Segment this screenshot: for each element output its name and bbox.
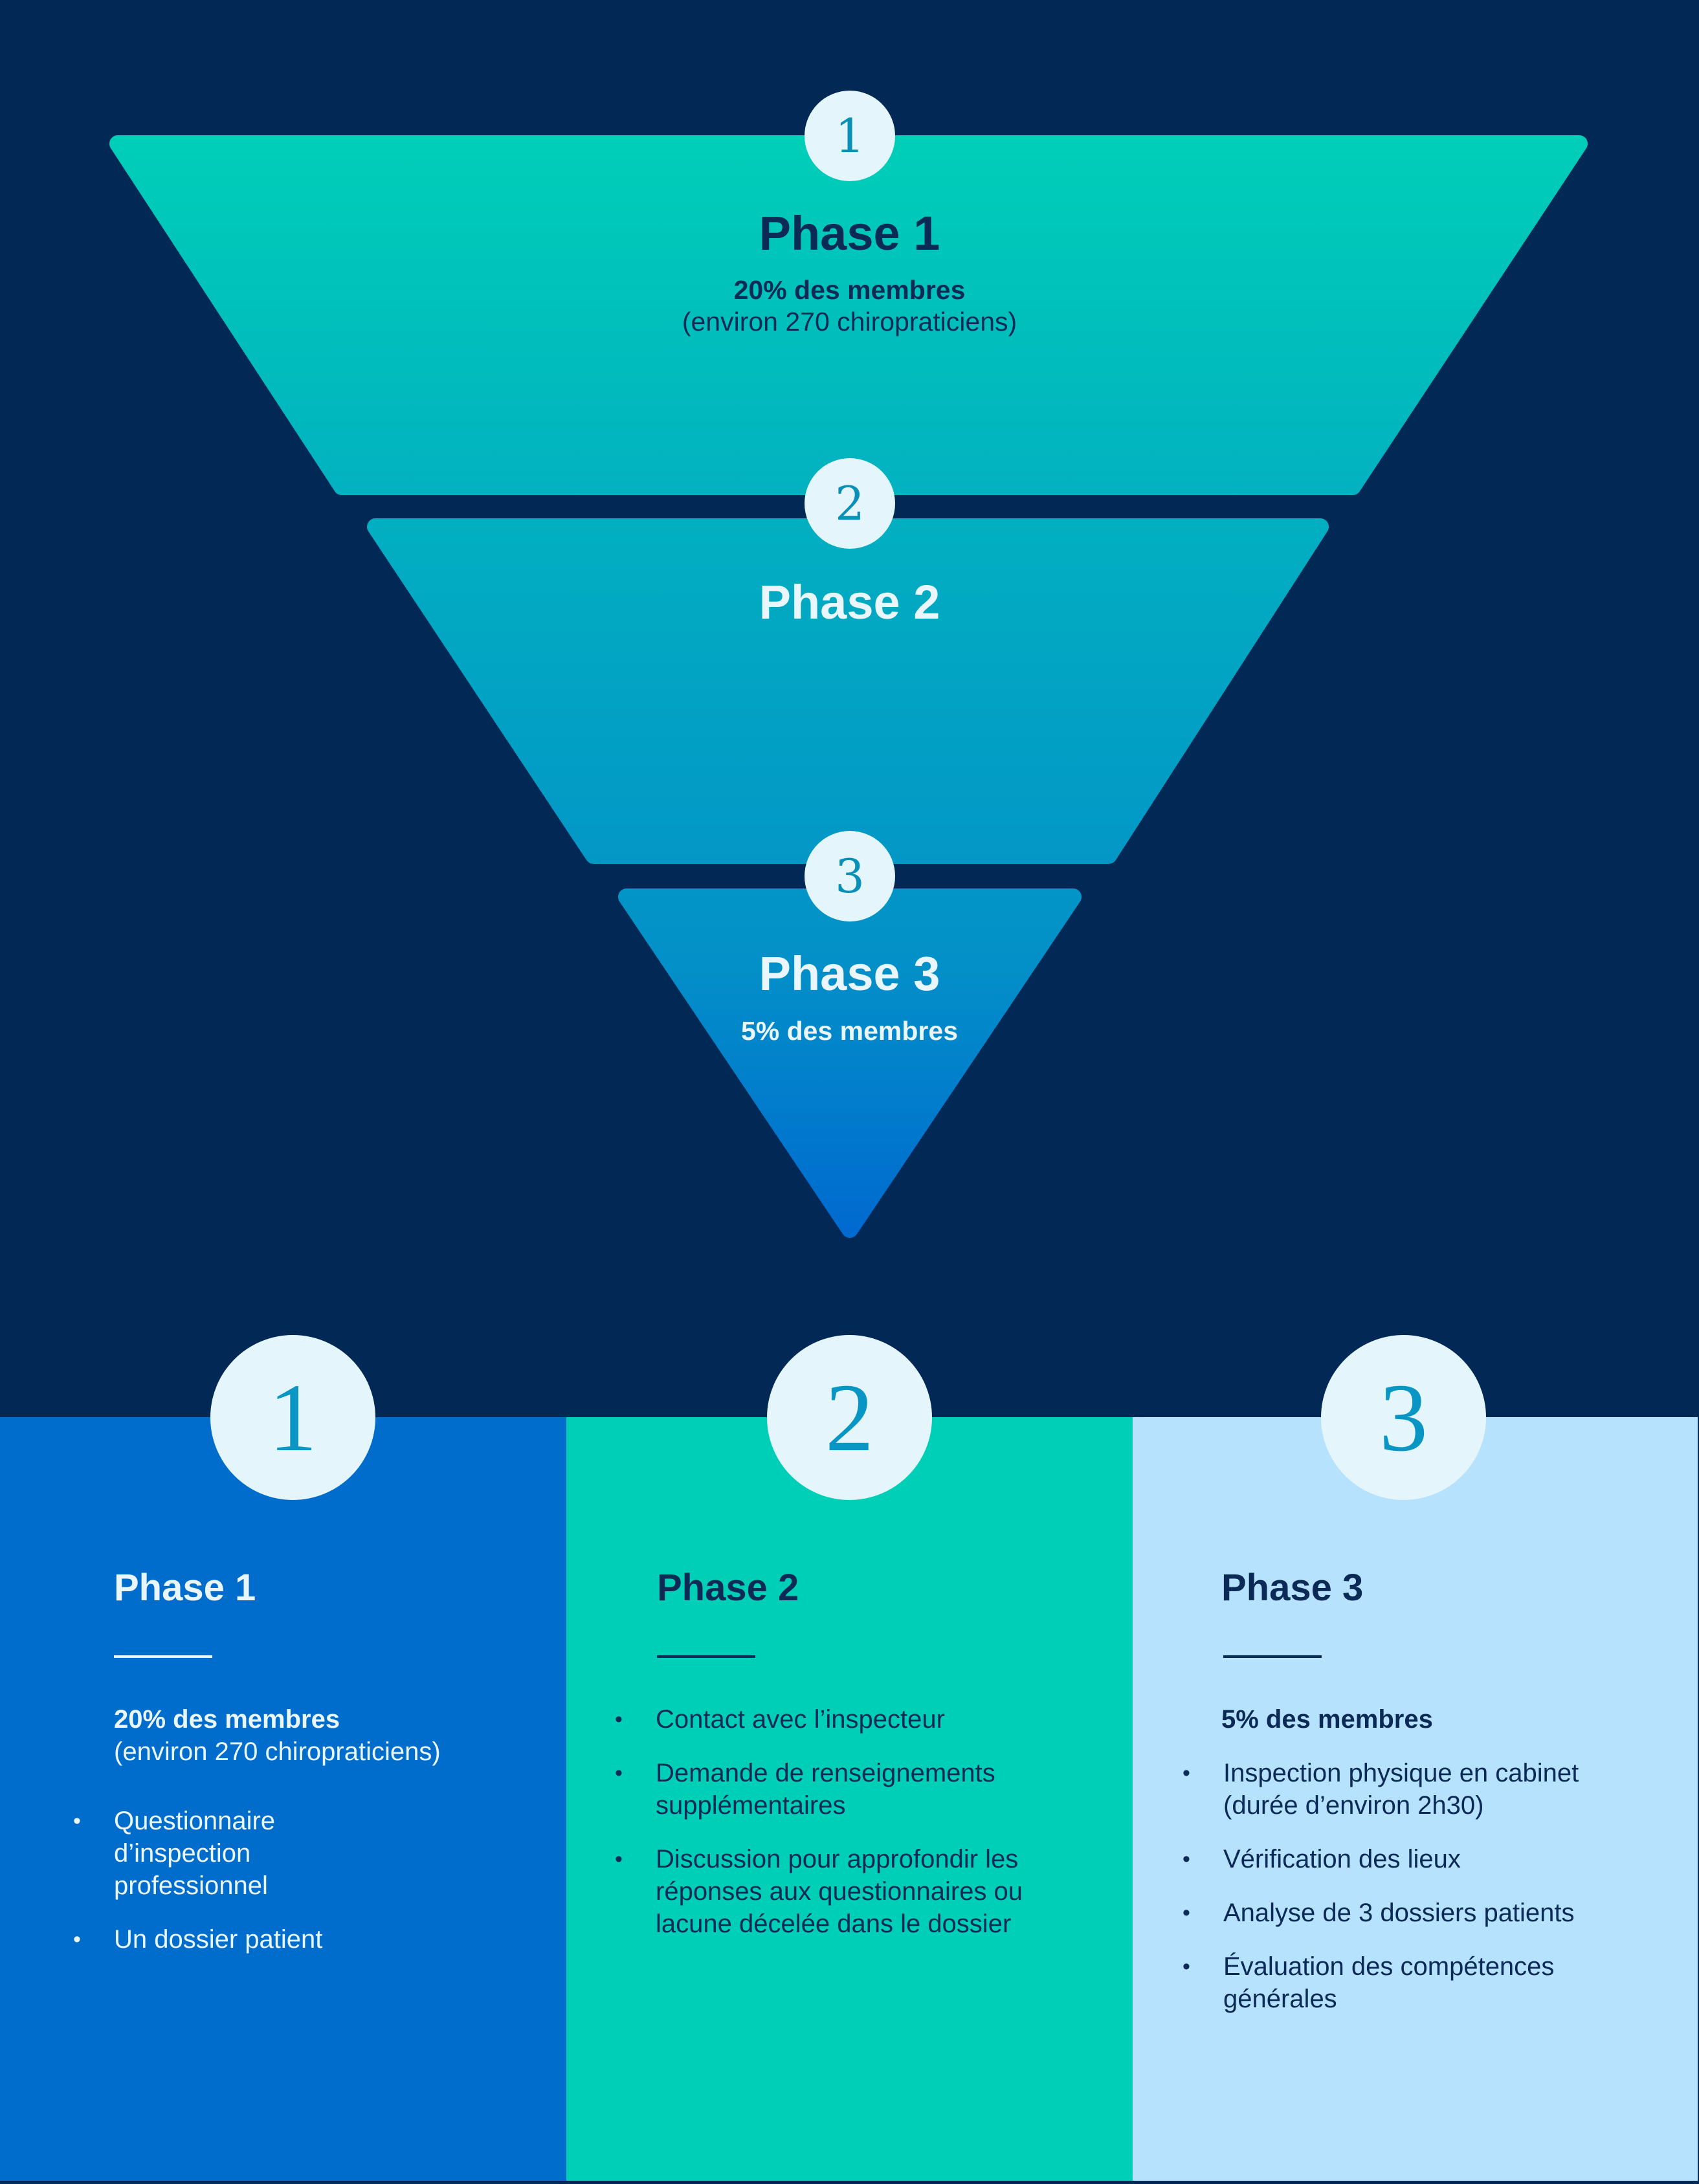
phase-3-divider [1223,1655,1322,1658]
funnel-stage-1-detail: (environ 270 chiropraticiens) [682,307,1017,336]
phase-2-badge: 2 [767,1335,932,1500]
list-item: Contact avec l’inspecteur [615,1703,1076,1736]
phase-1-divider [114,1655,212,1658]
phase-1-panel [0,1417,566,2181]
phase-3-badge: 3 [1321,1335,1486,1500]
list-item: Questionnaire d’inspection professionnel [73,1805,334,1902]
phase-1-detail: (environ 270 chiropraticiens) [114,1737,441,1766]
list-item: Inspection physique en cabinet (durée d’… [1183,1757,1638,1822]
phase-3-list: Inspection physique en cabinet (durée d’… [1183,1757,1638,2036]
funnel-badge-3: 3 [805,831,895,921]
phase-2-title: Phase 2 [657,1567,799,1609]
phase-1-title: Phase 1 [114,1567,256,1609]
funnel-stage-3-percent: 5% des membres [740,1016,958,1046]
list-item: Demande de renseignements supplémentaire… [615,1757,1076,1822]
phase-3-summary: 5% des membres [1221,1703,1642,1736]
phase-2-divider [657,1655,755,1658]
list-item: Discussion pour approfondir les réponses… [615,1843,1076,1940]
funnel-badge-2: 2 [805,458,895,549]
phase-3-title: Phase 3 [1221,1567,1364,1609]
funnel-badge-1: 1 [805,91,895,181]
list-item: Analyse de 3 dossiers patients [1183,1897,1638,1929]
funnel-diagram [109,135,1588,1238]
funnel-stage-1 [109,135,1588,495]
funnel-stage-1-title: Phase 1 [759,206,940,260]
phase-1-percent: 20% des membres [114,1705,340,1734]
funnel-stage-2-title: Phase 2 [759,575,940,629]
phase-3-percent: 5% des membres [1221,1705,1433,1734]
list-item: Évaluation des compétences générales [1183,1950,1638,2015]
phase-2-list: Contact avec l’inspecteur Demande de ren… [615,1703,1076,1961]
phase-1-summary: 20% des membres (environ 270 chiropratic… [114,1703,554,1768]
list-item: Vérification des lieux [1183,1843,1638,1875]
phase-1-badge: 1 [210,1335,375,1500]
list-item: Un dossier patient [73,1923,334,1956]
phase-1-list: Questionnaire d’inspection professionnel… [73,1805,334,1977]
funnel-stage-1-percent: 20% des membres [733,275,966,305]
funnel-stage-2 [367,518,1329,864]
funnel-stage-3-title: Phase 3 [759,947,940,1000]
